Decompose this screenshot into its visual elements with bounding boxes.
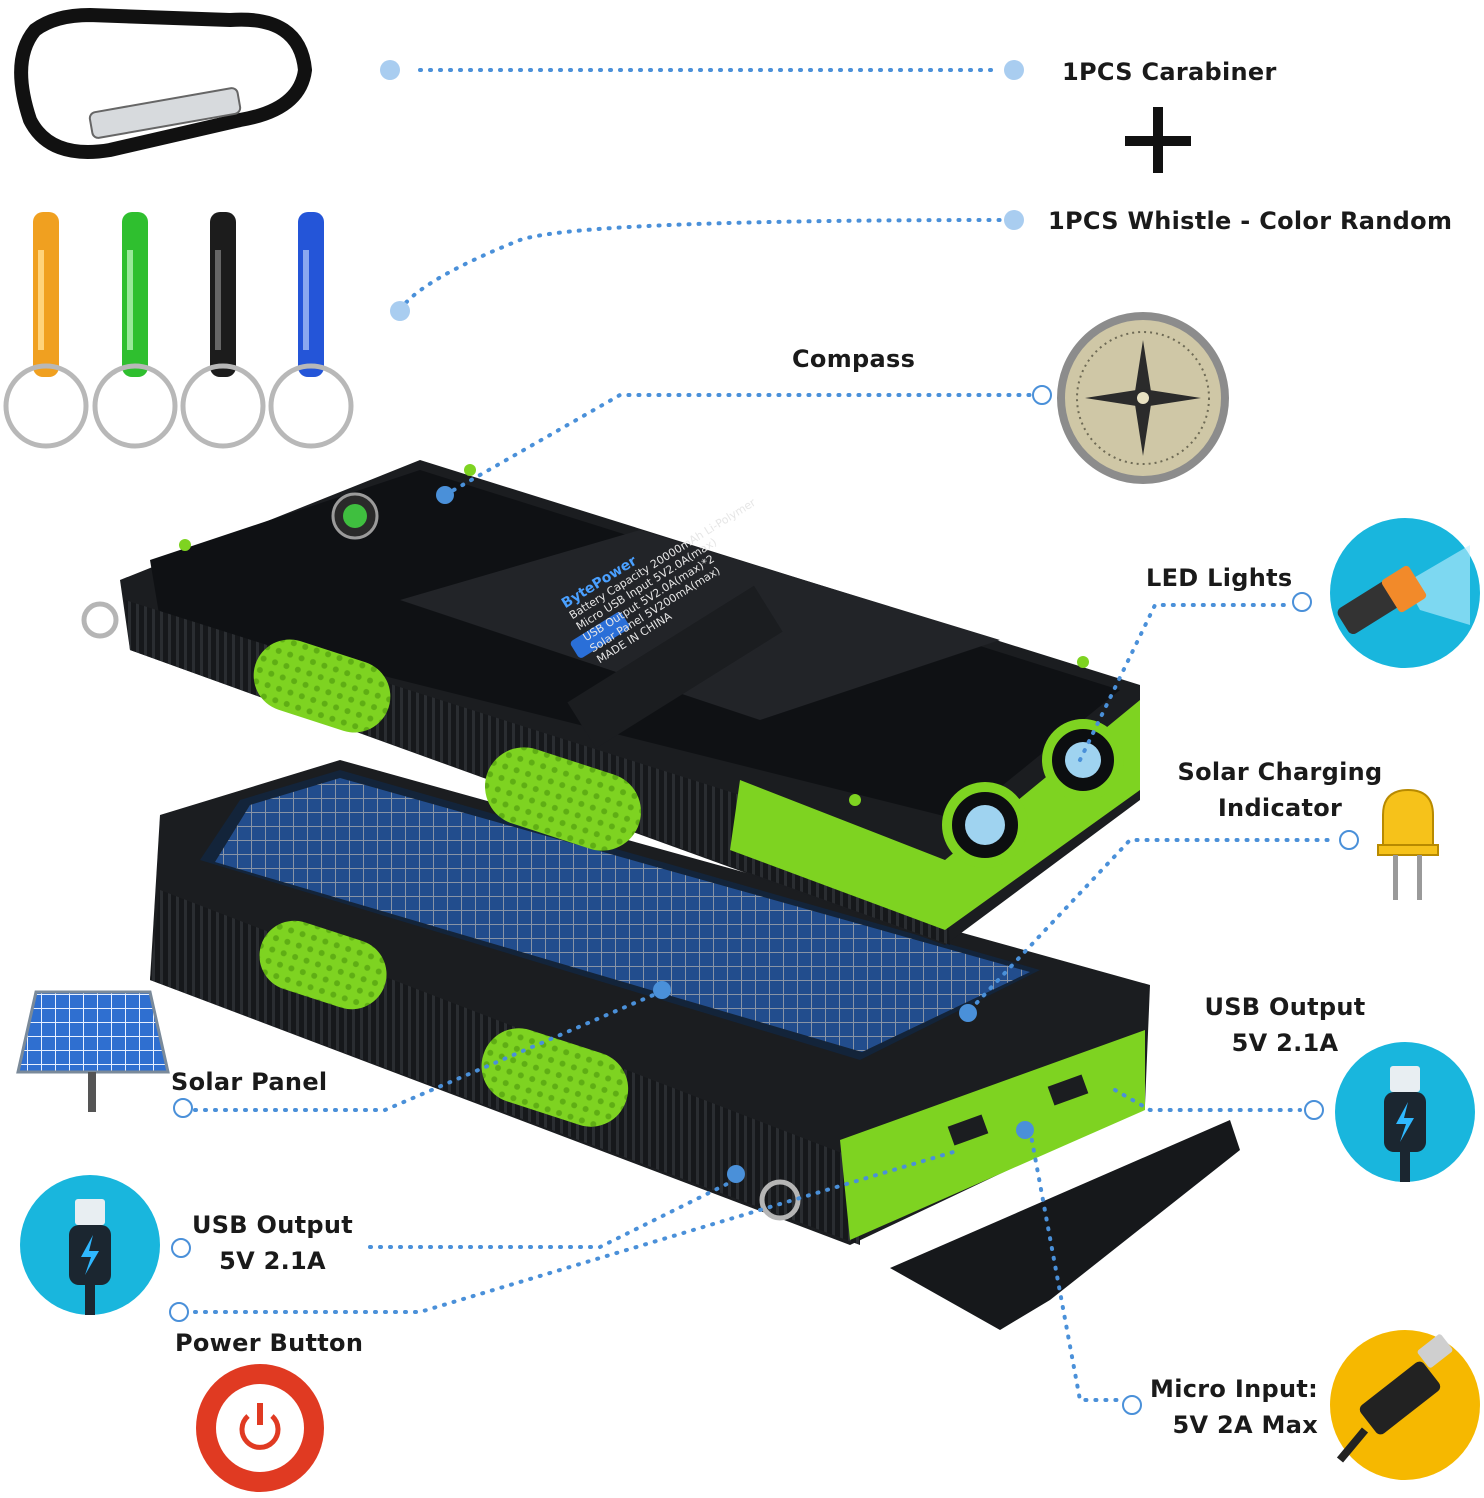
leader-lines	[193, 68, 1338, 1402]
label-usb-output-left-line2: 5V 2.1A	[219, 1247, 326, 1275]
label-usb-output-right-line1: USB Output	[1204, 993, 1366, 1021]
led-bulb-icon	[1377, 788, 1439, 900]
label-whistle: 1PCS Whistle - Color Random	[1048, 207, 1453, 235]
power-bank-bottom	[150, 760, 1240, 1330]
whistles-image	[3, 212, 354, 449]
label-solar-charging-indicator-line1: Solar Charging	[1177, 758, 1383, 786]
carabiner-image	[14, 7, 313, 159]
label-usb-output-right-line2: 5V 2.1A	[1231, 1029, 1339, 1057]
label-power-button: Power Button	[175, 1329, 364, 1357]
label-compass: Compass	[792, 345, 916, 373]
micro-usb-cable-icon	[1330, 1330, 1480, 1480]
plus-icon	[1125, 107, 1191, 173]
whistle-orange	[3, 212, 89, 449]
usb-plug-icon-right	[1335, 1042, 1475, 1182]
label-led-lights: LED Lights	[1146, 564, 1293, 592]
label-carabiner: 1PCS Carabiner	[1062, 58, 1277, 86]
label-solar-charging-indicator-line2: Indicator	[1217, 794, 1343, 822]
label-solar-panel: Solar Panel	[171, 1068, 328, 1096]
flashlight-icon	[1330, 518, 1480, 668]
whistle-blue	[268, 212, 354, 449]
whistle-black	[180, 212, 266, 449]
power-bank-top	[81, 460, 1140, 945]
label-usb-output-left-line1: USB Output	[191, 1211, 354, 1239]
leader-endpoints	[169, 60, 1359, 1415]
compass-icon	[1057, 312, 1229, 484]
usb-plug-icon-left	[20, 1175, 160, 1315]
solar-panel-icon	[16, 990, 170, 1112]
power-icon	[196, 1364, 324, 1492]
label-micro-input-line2: 5V 2A Max	[1172, 1411, 1318, 1439]
label-micro-input-line1: Micro Input:	[1150, 1375, 1318, 1403]
whistle-green	[92, 212, 178, 449]
